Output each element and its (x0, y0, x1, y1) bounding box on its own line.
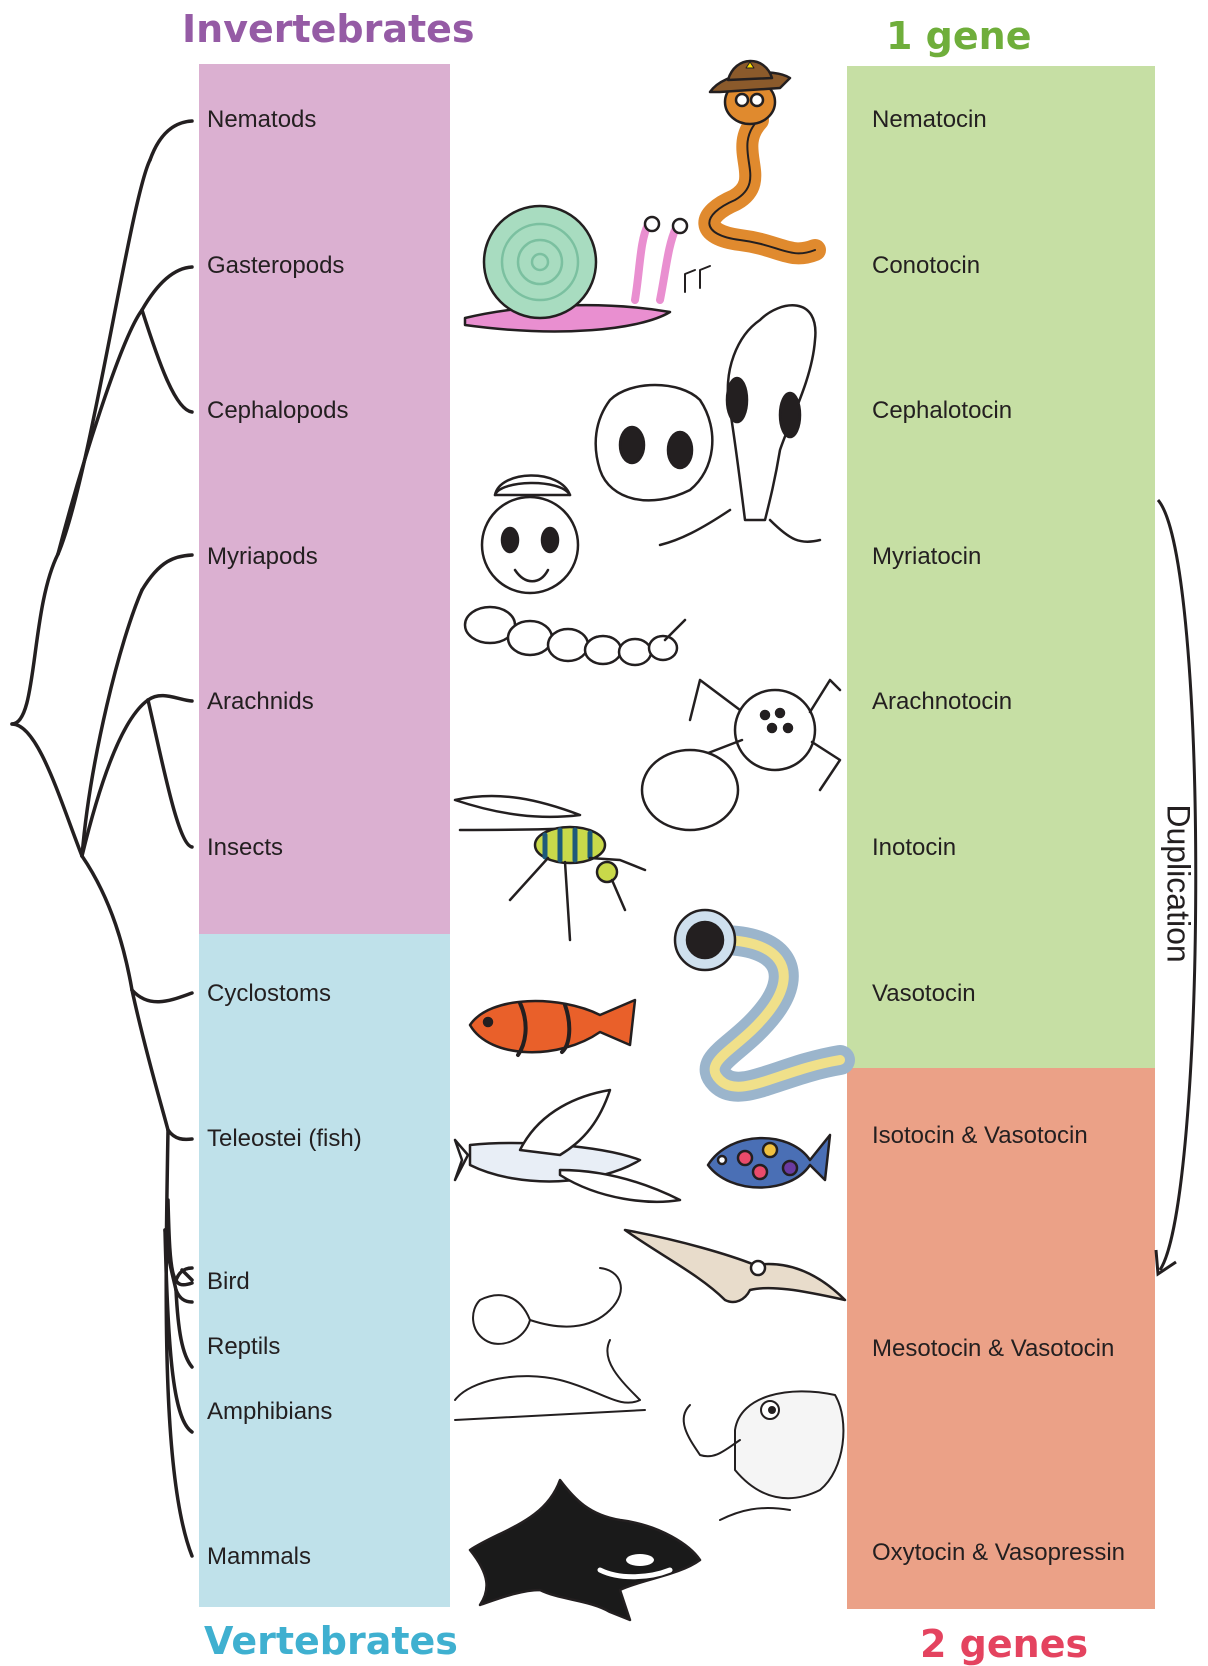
mosquito-icon (455, 796, 645, 940)
iguana-icon (455, 1268, 645, 1420)
spider-icon (642, 680, 840, 830)
worm-with-hat-icon (709, 61, 815, 253)
toad-icon (684, 1391, 844, 1520)
snail-icon (465, 206, 710, 331)
flying-fish-icon (455, 1090, 680, 1202)
cuttlefish-and-squid-icon (596, 305, 820, 545)
lamprey-icon (675, 910, 840, 1087)
eagle-icon (625, 1230, 845, 1302)
clownfish-icon (470, 1000, 635, 1055)
myriapod-icon (465, 475, 685, 665)
colorful-fish-icon (708, 1135, 830, 1188)
orca-icon (470, 1480, 700, 1620)
